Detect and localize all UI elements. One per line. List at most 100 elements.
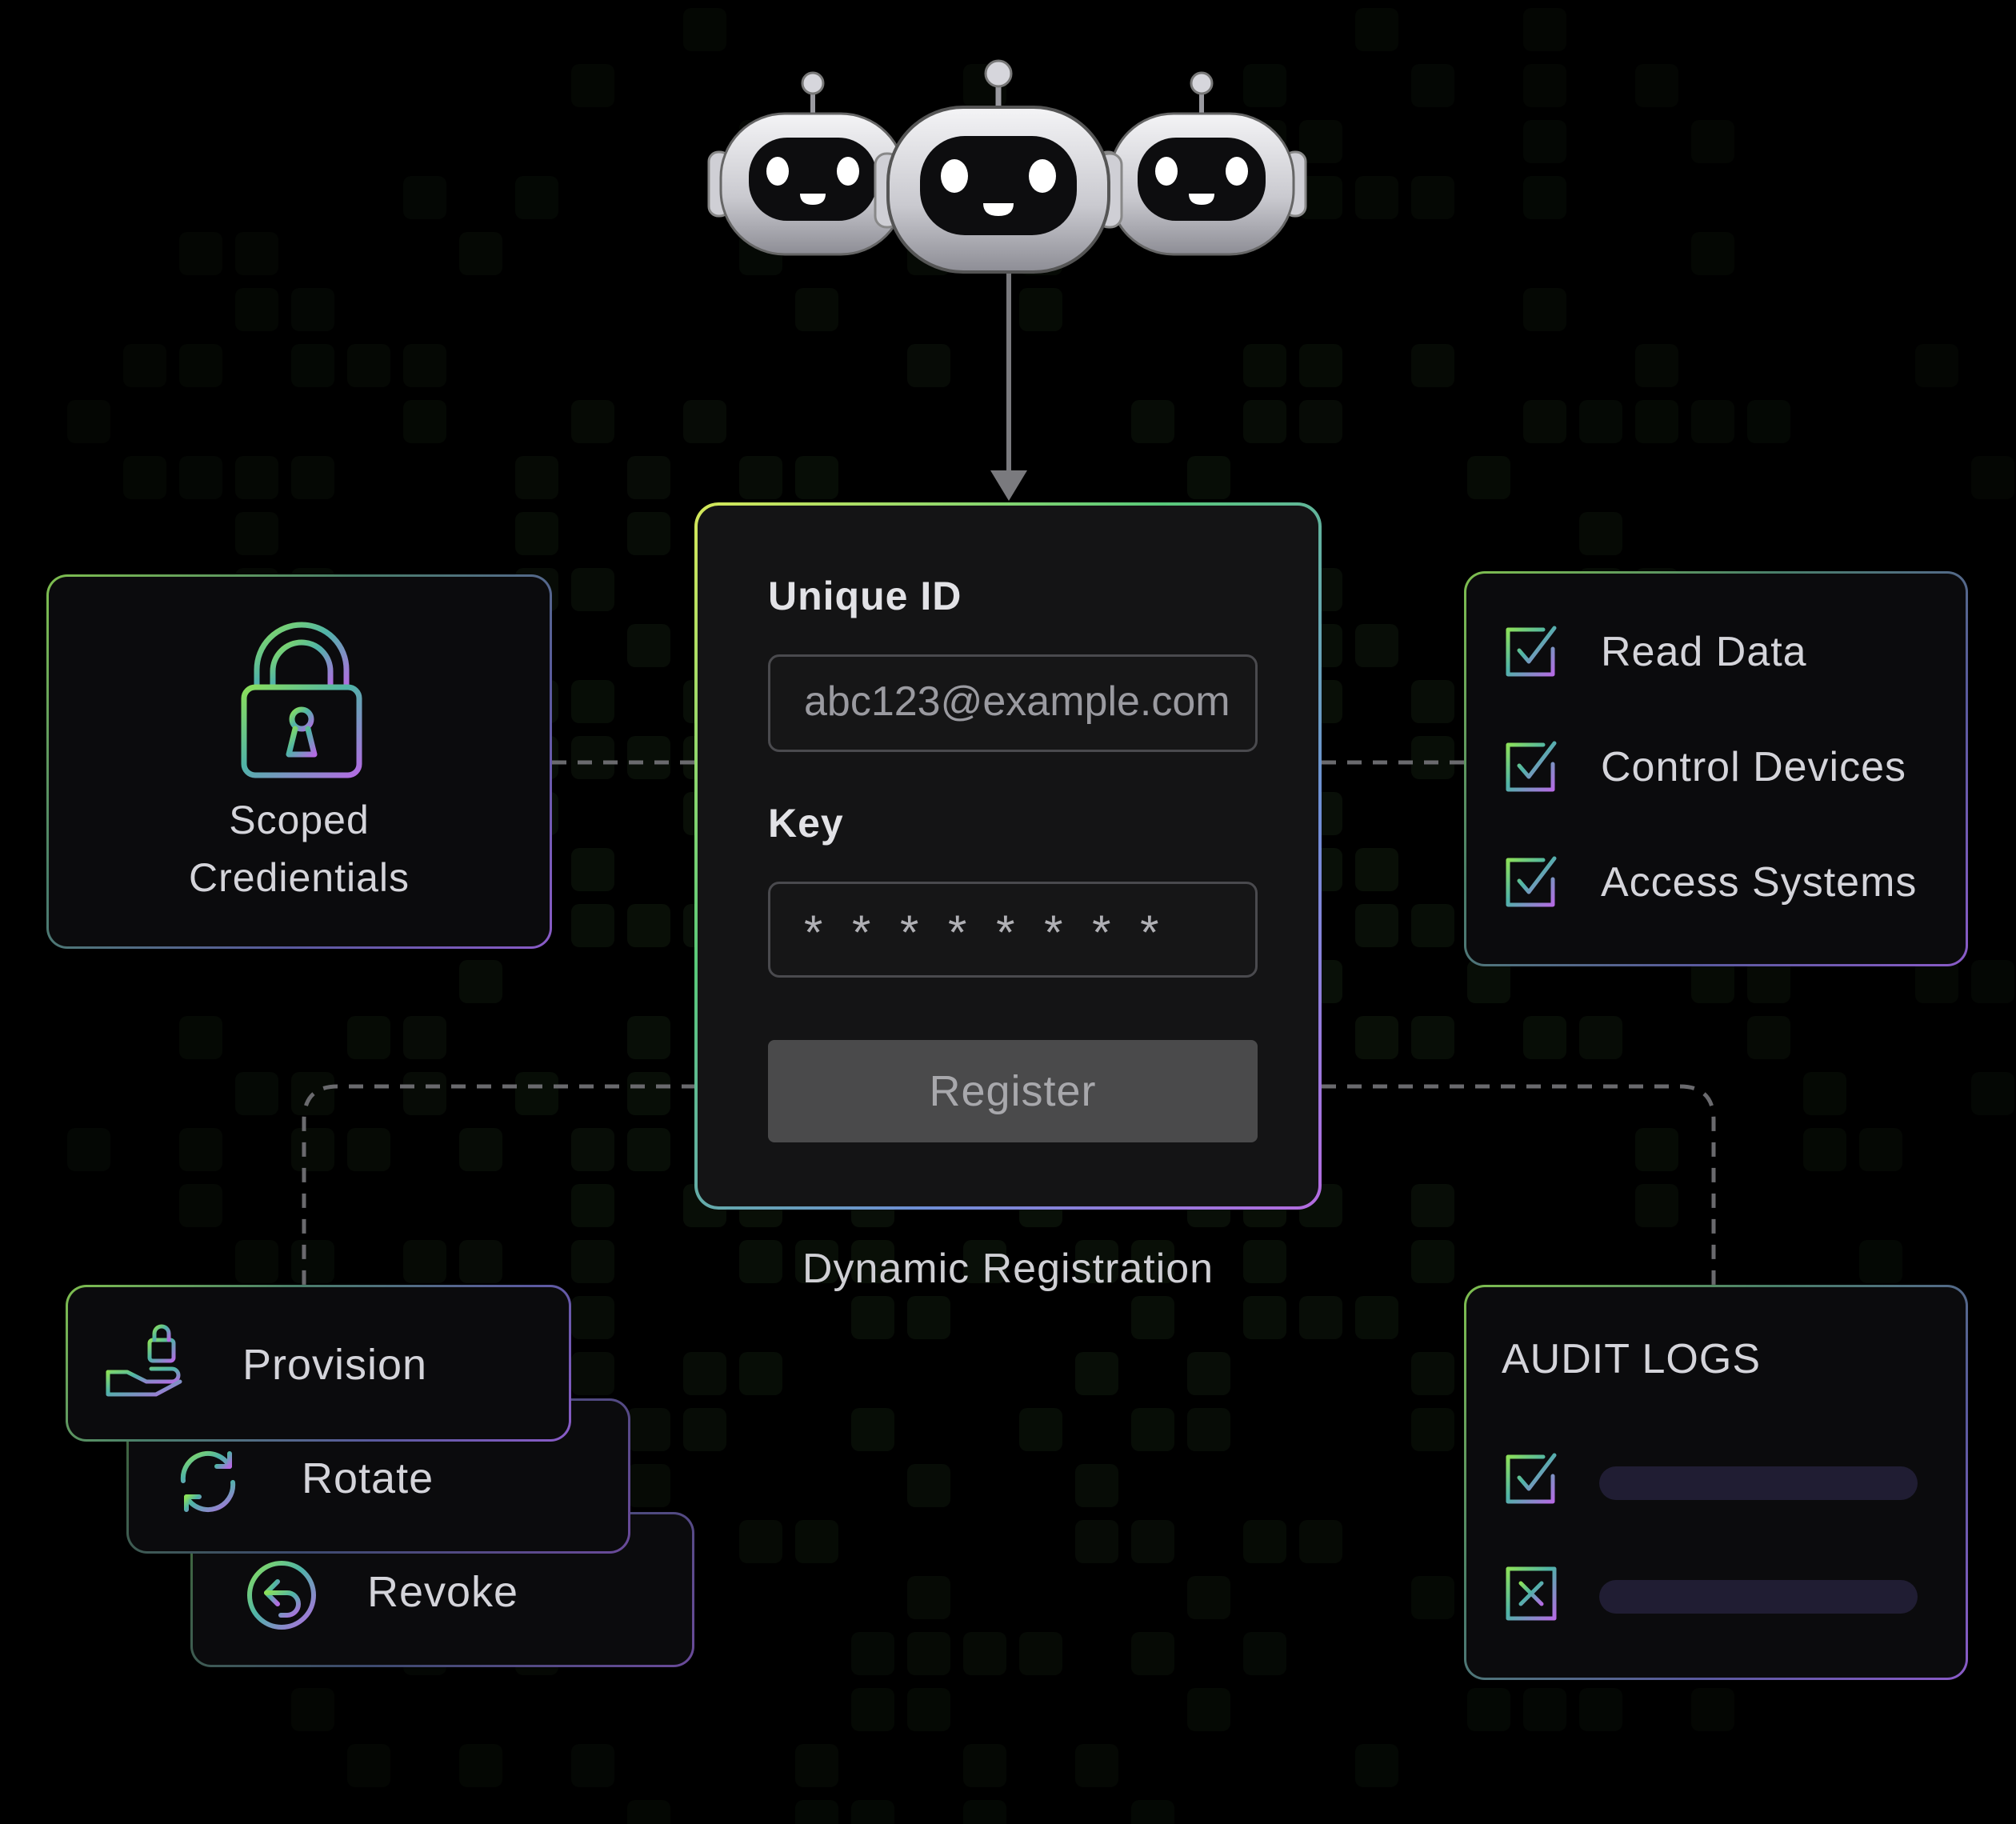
registration-card: Unique ID abc123@example.com Key * * * *… — [694, 502, 1322, 1210]
grid-cell — [1075, 1464, 1118, 1507]
grid-cell — [571, 1240, 614, 1283]
credentials-line-1: Scoped — [229, 798, 370, 842]
grid-cell — [627, 456, 670, 499]
grid-cell — [1075, 1744, 1118, 1787]
grid-cell — [1523, 400, 1566, 443]
grid-cell — [627, 1800, 670, 1824]
grid-cell — [291, 288, 334, 331]
grid-cell — [907, 1632, 950, 1675]
grid-cell — [963, 1800, 1006, 1824]
revoke-icon — [247, 1561, 316, 1630]
grid-cell — [1411, 1576, 1454, 1619]
checkbox-icon[interactable] — [1502, 852, 1559, 910]
grid-cell — [1411, 904, 1454, 947]
grid-cell — [683, 8, 726, 51]
grid-cell — [291, 1688, 334, 1731]
grid-cell — [1635, 1128, 1678, 1171]
grid-cell — [1243, 1520, 1286, 1563]
grid-cell — [179, 232, 222, 275]
grid-cell — [1411, 64, 1454, 107]
grid-cell — [851, 1296, 894, 1339]
grid-cell — [907, 1296, 950, 1339]
grid-cell — [1299, 120, 1342, 163]
grid-cell — [1803, 1128, 1846, 1171]
grid-cell — [1691, 232, 1734, 275]
grid-cell — [347, 1016, 390, 1059]
grid-cell — [627, 736, 670, 779]
key-field[interactable]: * * * * * * * * — [768, 882, 1258, 978]
grid-cell — [1579, 1688, 1622, 1731]
checkbox-icon — [1506, 1453, 1557, 1504]
grid-cell — [627, 1128, 670, 1171]
grid-cell — [1579, 400, 1622, 443]
permission-label: Control Devices — [1601, 744, 1907, 790]
grid-cell — [627, 1072, 670, 1115]
grid-cell — [291, 456, 334, 499]
grid-cell — [1243, 344, 1286, 387]
grid-cell — [1915, 344, 1958, 387]
grid-cell — [795, 1520, 838, 1563]
arrow-head — [990, 470, 1027, 501]
grid-cell — [851, 1632, 894, 1675]
grid-cell — [1243, 1296, 1286, 1339]
robot-icon — [1096, 71, 1307, 256]
grid-cell — [795, 288, 838, 331]
scoped-credentials-card: Scoped Credientials — [46, 574, 552, 949]
grid-cell — [1467, 960, 1510, 1003]
grid-cell — [1523, 288, 1566, 331]
grid-cell — [1075, 1240, 1118, 1283]
grid-cell — [1803, 1072, 1846, 1115]
grid-cell — [571, 1352, 614, 1395]
hand-lock-icon — [106, 1324, 182, 1397]
unique-id-field[interactable]: abc123@example.com — [768, 654, 1258, 752]
grid-cell — [1243, 400, 1286, 443]
grid-cell — [1635, 1184, 1678, 1227]
grid-cell — [1355, 904, 1398, 947]
grid-cell — [1691, 960, 1734, 1003]
grid-cell — [1187, 1576, 1230, 1619]
grid-cell — [627, 1464, 670, 1507]
grid-cell — [67, 400, 110, 443]
grid-cell — [1131, 1800, 1174, 1824]
grid-cell — [1411, 736, 1454, 779]
robot-icon — [707, 71, 918, 256]
grid-cell — [515, 456, 558, 499]
grid-cell — [347, 344, 390, 387]
grid-cell — [1579, 1016, 1622, 1059]
grid-cell — [739, 1240, 782, 1283]
grid-cell — [459, 1128, 502, 1171]
grid-cell — [1243, 1240, 1286, 1283]
grid-cell — [627, 512, 670, 555]
grid-cell — [1691, 1688, 1734, 1731]
grid-cell — [403, 1016, 446, 1059]
grid-cell — [1299, 1296, 1342, 1339]
grid-cell — [1411, 1352, 1454, 1395]
revoke-label: Revoke — [367, 1568, 519, 1616]
checkbox-icon[interactable] — [1502, 622, 1559, 679]
grid-cell — [1411, 1016, 1454, 1059]
grid-cell — [1075, 1352, 1118, 1395]
grid-cell — [1355, 1016, 1398, 1059]
grid-cell — [571, 848, 614, 891]
grid-cell — [795, 1744, 838, 1787]
grid-cell — [851, 1408, 894, 1451]
provision-card[interactable]: Provision — [66, 1285, 571, 1442]
grid-cell — [1131, 1408, 1174, 1451]
audit-entry-bar — [1599, 1466, 1918, 1500]
grid-cell — [1411, 344, 1454, 387]
grid-cell — [179, 1016, 222, 1059]
permission-label: Read Data — [1601, 629, 1807, 675]
credentials-line-2: Credientials — [188, 855, 410, 900]
checkbox-icon[interactable] — [1502, 737, 1559, 794]
grid-cell — [1523, 8, 1566, 51]
register-button[interactable]: Register — [768, 1040, 1258, 1142]
grid-cell — [1299, 400, 1342, 443]
grid-cell — [571, 1744, 614, 1787]
grid-cell — [1411, 176, 1454, 219]
grid-cell — [1859, 1240, 1902, 1283]
grid-cell — [235, 1072, 278, 1115]
grid-cell — [515, 176, 558, 219]
grid-cell — [1635, 344, 1678, 387]
